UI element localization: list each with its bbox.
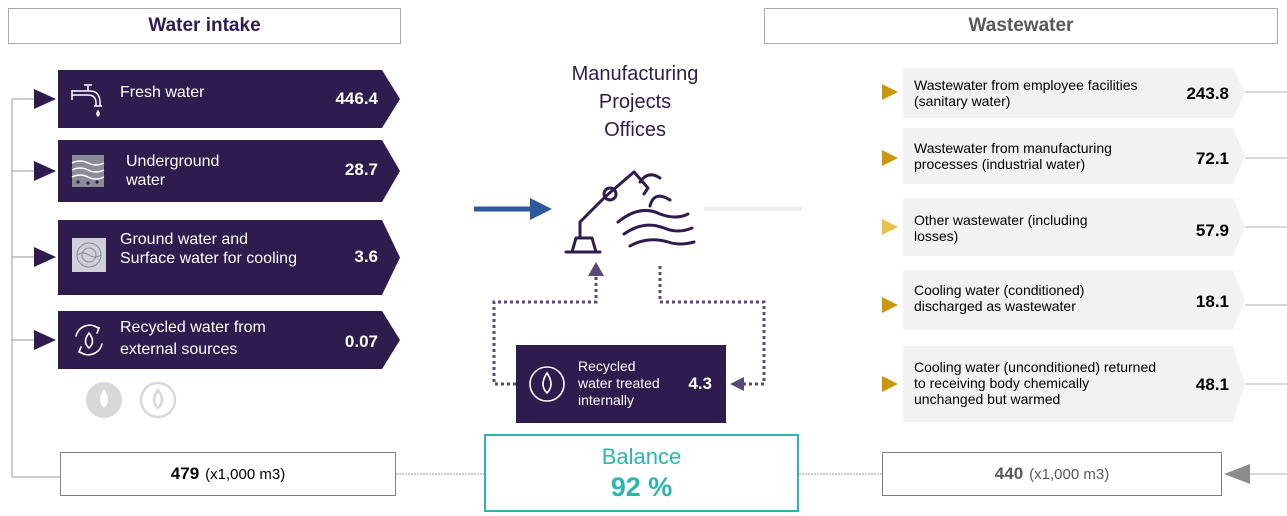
wastewater-industrial: Wastewater from manufacturing processes … <box>903 128 1245 184</box>
intake-fresh-water: Fresh water 446.4 <box>58 70 400 128</box>
wastewater-value: 48.1 <box>1195 375 1229 394</box>
underground-water-icon <box>68 151 110 191</box>
center-title-line: Offices <box>604 119 666 141</box>
intake-total-unit: (x1,000 m3) <box>205 465 286 483</box>
intake-value: 0.07 <box>344 332 378 351</box>
wastewater-label: Other wastewater (including losses) <box>914 212 1088 244</box>
intake-recycled-external: Recycled water from external sources 0.0… <box>58 311 400 369</box>
balance-label: Balance <box>601 444 682 469</box>
balance-value: 92 % <box>610 472 673 502</box>
center-title-line: Manufacturing <box>571 63 699 85</box>
wastewater-total-box: 440 (x1,000 m3) <box>882 452 1222 496</box>
intake-arrowheads <box>34 89 56 350</box>
water-intake-title: Water intake <box>148 15 261 36</box>
wastewater-title: Wastewater <box>968 15 1074 36</box>
intake-surface-water: Ground water and Surface water for cooli… <box>58 220 400 295</box>
intake-feed-line <box>11 98 60 478</box>
intake-value: 28.7 <box>344 160 378 179</box>
intake-underground-water: Underground water 28.7 <box>58 140 400 202</box>
recycled-internal-label: Recycled water treated internally <box>578 358 660 408</box>
wastewater-label: Wastewater from manufacturing processes … <box>914 140 1112 172</box>
surface-water-icon <box>68 234 110 274</box>
recycle-drop-icon <box>86 381 177 419</box>
wastewater-label: Cooling water (conditioned) discharged a… <box>914 282 1085 314</box>
robot-arm-water-icon <box>564 170 696 254</box>
wastewater-other: Other wastewater (including losses) 57.9 <box>903 198 1245 256</box>
recycled-internal-value: 4.3 <box>688 374 712 393</box>
water-drop-icon <box>529 366 565 402</box>
wastewater-value: 72.1 <box>1195 149 1229 168</box>
balance-box: Balance 92 % <box>484 434 799 512</box>
intake-value: 3.6 <box>354 247 378 266</box>
wastewater-value: 243.8 <box>1186 84 1229 103</box>
wastewater-total-unit: (x1,000 m3) <box>1029 465 1110 483</box>
intake-collector <box>400 97 476 342</box>
center-title-line: Projects <box>598 91 672 113</box>
intake-value: 446.4 <box>335 89 378 108</box>
recycled-internal-box: Recycled water treated internally 4.3 <box>516 345 726 423</box>
intake-label: Ground water and Surface water for cooli… <box>120 231 297 267</box>
wastewater-total-value: 440 <box>994 464 1024 483</box>
wastewater-cooling-conditioned: Cooling water (conditioned) discharged a… <box>903 270 1245 330</box>
wastewater-cooling-unconditioned: Cooling water (unconditioned) returned t… <box>903 346 1245 422</box>
intake-total-value: 479 <box>170 464 200 483</box>
faucet-icon <box>68 78 110 118</box>
wastewater-sanitary: Wastewater from employee facilities (san… <box>903 68 1245 118</box>
wastewater-value: 18.1 <box>1195 292 1229 311</box>
recycle-water-icon <box>68 320 110 360</box>
wastewater-label: Wastewater from employee facilities (san… <box>914 77 1138 109</box>
intake-label: Recycled water from external sources <box>120 319 266 358</box>
wastewater-value: 57.9 <box>1195 221 1229 240</box>
intake-label: Underground water <box>126 153 220 189</box>
wastewater-distributor <box>800 90 884 386</box>
recycle-loop <box>492 266 766 386</box>
wastewater-return-line <box>1245 91 1287 475</box>
center-facility-title: Manufacturing Projects Offices <box>540 60 730 144</box>
wastewater-label: Cooling water (unconditioned) returned t… <box>914 359 1157 407</box>
water-intake-header: Water intake <box>8 8 401 44</box>
wastewater-header: Wastewater <box>764 8 1278 44</box>
intake-label: Fresh water <box>120 84 205 101</box>
intake-total-box: 479 (x1,000 m3) <box>60 452 396 496</box>
